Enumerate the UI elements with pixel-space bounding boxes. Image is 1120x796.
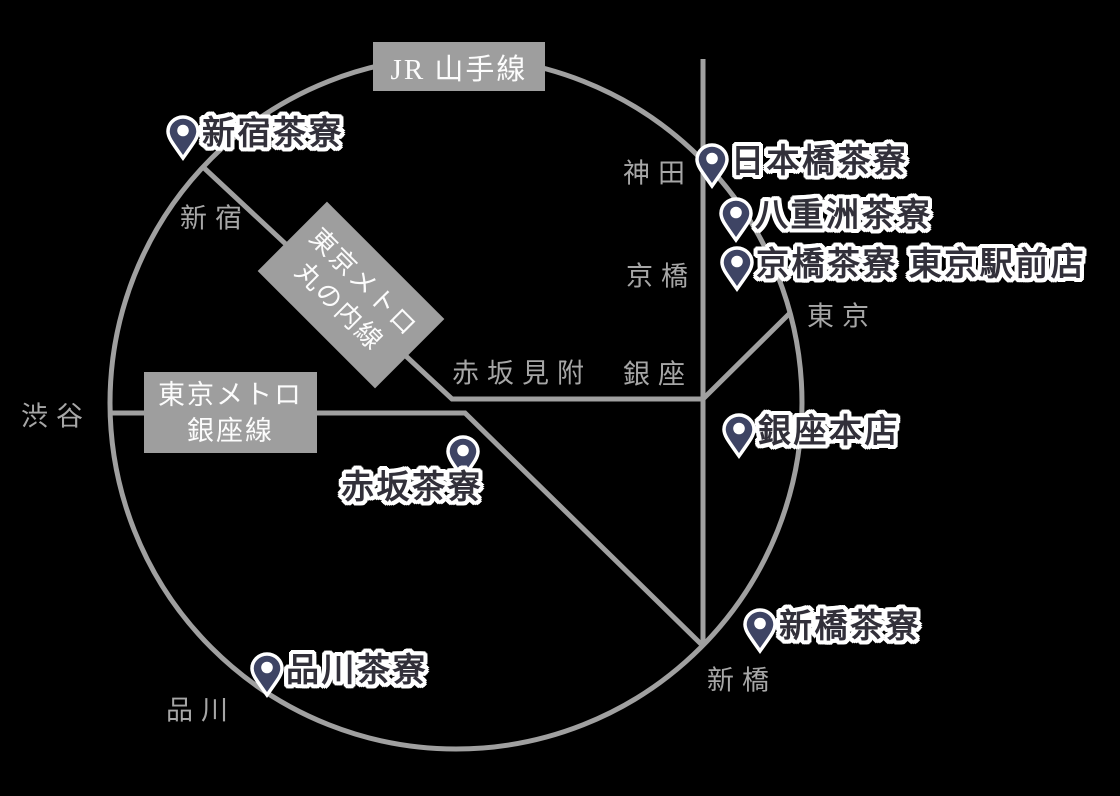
map-pin-icon <box>722 413 756 460</box>
station-label: 品川 <box>166 695 236 726</box>
ginza-line-label-line2: 銀座線 <box>187 415 274 446</box>
shop-label: 八重洲茶寮 <box>755 198 933 234</box>
shop-label: 新橋茶寮 <box>779 609 921 645</box>
shop-label: 品川茶寮 <box>286 653 428 689</box>
station-label: 渋谷 <box>21 401 91 432</box>
map-pin-icon <box>250 652 284 699</box>
shop-label: 京橋茶寮 東京駅前店 <box>756 247 1087 283</box>
station-label: 神田 <box>623 158 693 189</box>
station-label: 新橋 <box>707 665 777 696</box>
map-pin-icon <box>446 435 480 482</box>
shop-label: 赤坂茶寮 <box>341 470 483 506</box>
ginza-line-label-line1: 東京メトロ <box>158 379 303 410</box>
station-label: 銀座 <box>623 359 693 390</box>
yamanote-line-label: JR 山手線 <box>390 53 528 86</box>
map-pin-icon <box>720 246 754 293</box>
station-label: 新宿 <box>180 203 250 234</box>
station-label: 東京 <box>807 301 877 332</box>
map-pin-icon <box>719 197 753 244</box>
map-pin-icon <box>743 608 777 655</box>
station-label: 京橋 <box>626 261 696 292</box>
ginza-line-label-box: 東京メトロ 銀座線 <box>144 372 317 453</box>
shop-label: 日本橋茶寮 <box>731 144 909 180</box>
map-pin-icon <box>695 143 729 190</box>
yamanote-line-label-box: JR 山手線 <box>373 42 545 91</box>
station-label: 赤坂見附 <box>452 358 592 389</box>
map-pin-icon <box>166 115 200 162</box>
shop-label: 銀座本店 <box>758 414 900 450</box>
shop-label: 新宿茶寮 <box>202 116 344 152</box>
